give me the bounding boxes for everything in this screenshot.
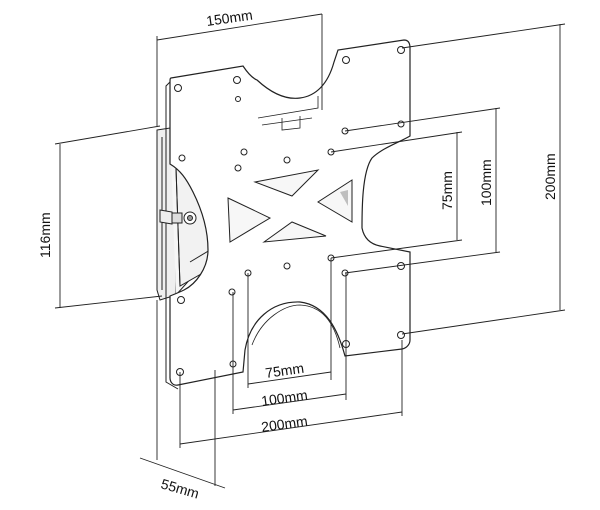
dim-150-label: 150mm <box>205 7 253 29</box>
dim-75-vertical-label: 75mm <box>439 171 455 210</box>
tilt-knob <box>159 209 197 225</box>
mounting-plate <box>169 39 411 386</box>
dim-55-label: 55mm <box>159 476 201 502</box>
dim-200-horizontal-label: 200mm <box>260 413 308 435</box>
x-cutout-bottom <box>262 221 327 243</box>
x-cutout-left <box>227 197 272 243</box>
x-cutout-top <box>253 169 320 197</box>
dim-116-label: 116mm <box>37 212 53 258</box>
dim-200-vertical-label: 200mm <box>542 153 558 200</box>
dimension-lines <box>54 13 566 489</box>
x-cutout-right <box>317 179 353 223</box>
dim-100-vertical-label: 100mm <box>478 159 494 206</box>
dim-75-horizontal-label: 75mm <box>264 360 305 381</box>
dim-100-horizontal-label: 100mm <box>260 387 308 409</box>
